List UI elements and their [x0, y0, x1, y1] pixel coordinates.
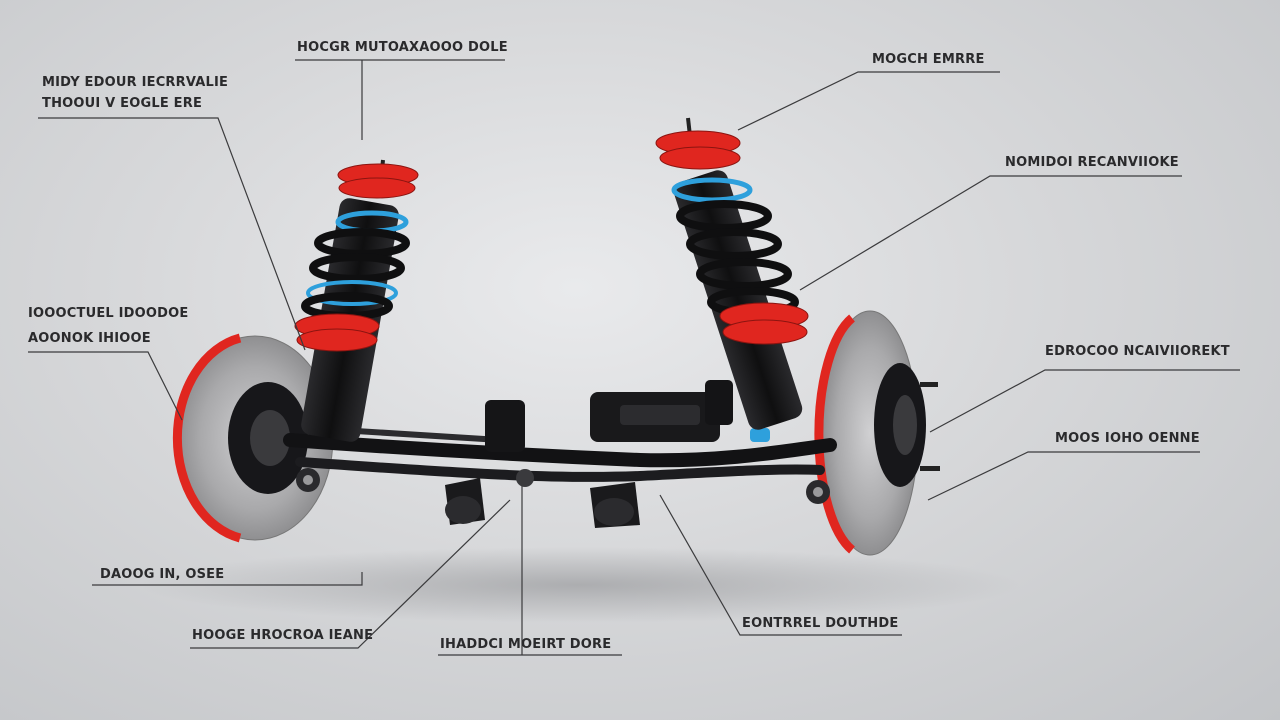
leader-bottom-right [659, 494, 902, 636]
leader-lines [28, 59, 1240, 656]
leader-bottom-left [92, 572, 363, 586]
label-bottom-right: EONTRREL DOUTHDE [742, 616, 899, 631]
label-bottom-center: IHADDCI MOEIRT DORE [440, 637, 612, 652]
leader-left-mid [28, 351, 183, 421]
leader-right-lower [927, 451, 1200, 501]
label-right-mid: EDROCOO NCAIVIIOREKT [1045, 344, 1230, 359]
right-coilover-strut [655, 117, 809, 430]
label-bottom-left: DAOOG IN, OSEE [100, 567, 225, 582]
leader-top-left [38, 117, 306, 351]
label-top-left-1: MIDY EDOUR IECRRVALIE [42, 75, 229, 90]
label-left-mid-2: AOONOK IHIOOE [28, 331, 151, 346]
leader-bottom-left-2 [190, 499, 511, 649]
left-brake-rotor [172, 333, 334, 543]
subframe-axle [283, 380, 837, 528]
ground-shadow [140, 547, 1020, 623]
leader-right-upper [799, 175, 1182, 291]
label-top-left-2: THOOUI V EOGLE ERE [42, 96, 203, 111]
label-top-center: HOCGR MUTOAXAOOO DOLE [297, 40, 508, 55]
right-brake-rotor [806, 310, 940, 556]
label-top-right: MOGCH EMRRE [872, 52, 985, 67]
label-right-upper: NOMIDOI RECANVIIOKE [1005, 155, 1179, 170]
label-bottom-left-2: HOOGE HROCROA IEANE [192, 628, 374, 643]
left-coilover-strut [294, 159, 419, 442]
leader-top-right [737, 71, 1000, 131]
label-left-mid-1: IOOOCTUEL IDOODOE [28, 306, 189, 321]
label-right-lower: MOOS IOHO OENNE [1055, 431, 1200, 446]
leader-right-mid [929, 369, 1240, 433]
